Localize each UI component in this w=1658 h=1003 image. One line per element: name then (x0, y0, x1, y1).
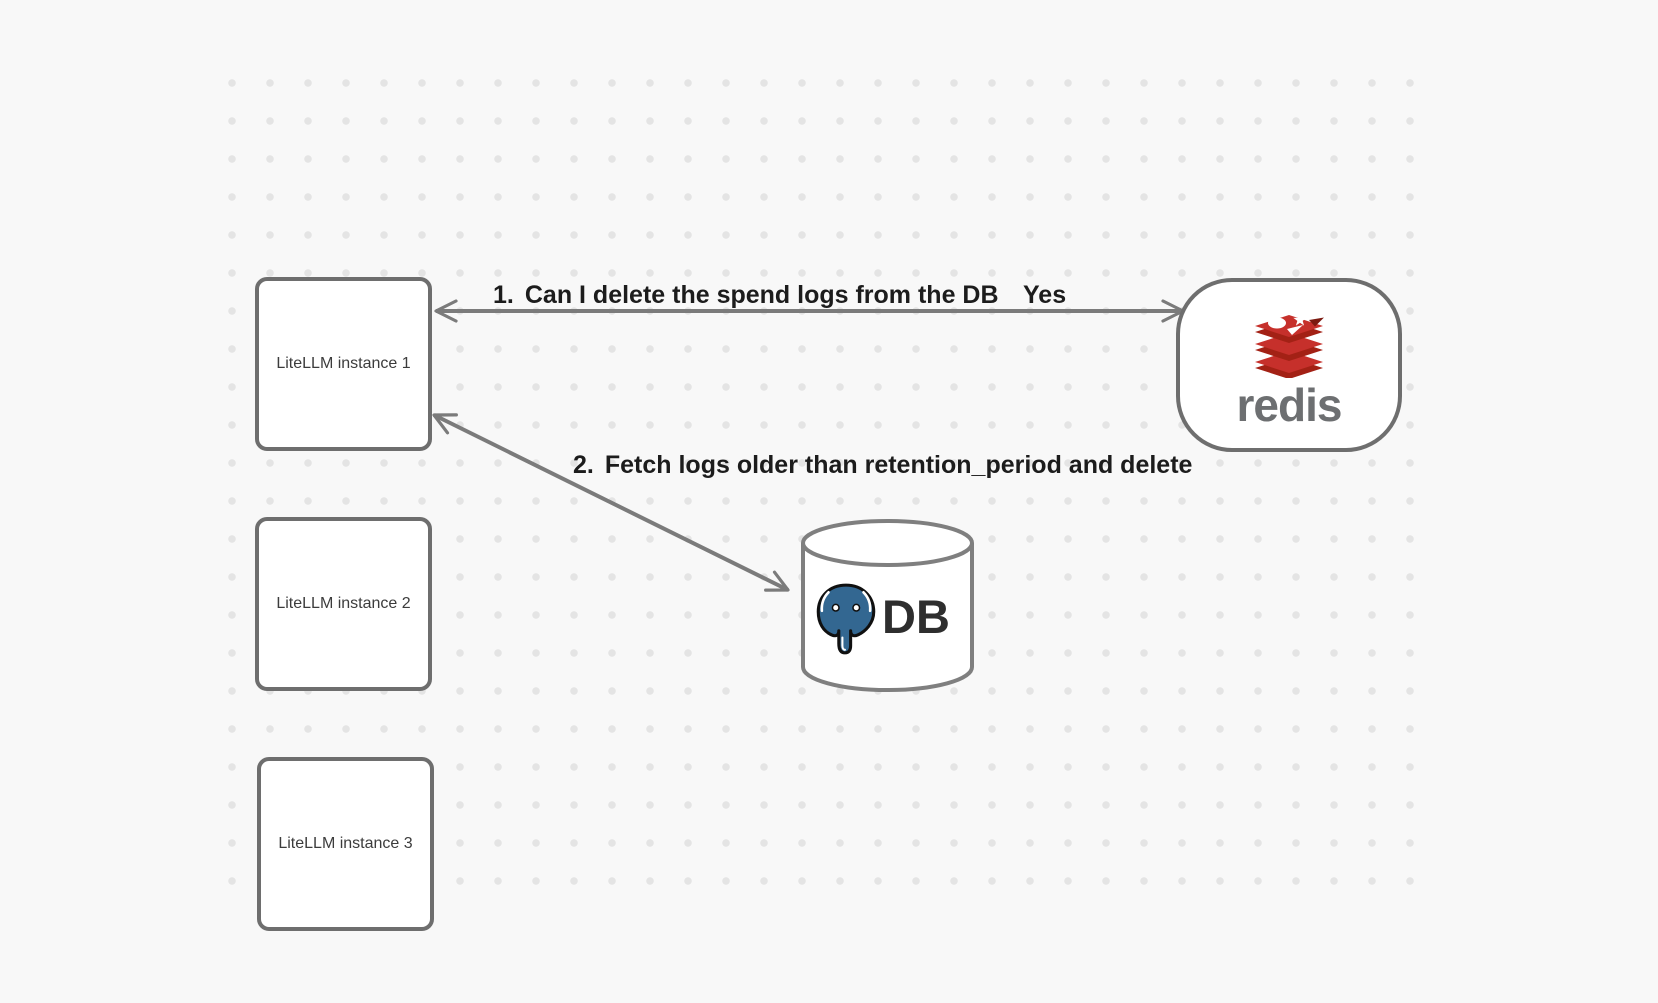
edge-1-response-text: Yes (1023, 281, 1067, 309)
edge-1-text: Can I delete the spend logs from the DB (524, 281, 999, 309)
redis-wordmark: redis (1236, 379, 1343, 431)
node-litellm-instance-3: LiteLLM instance 3 (257, 757, 434, 931)
edge-2-text: Fetch logs older than retention_period a… (604, 451, 1193, 479)
postgresql-elephant-icon (816, 583, 876, 655)
node-litellm-instance-1: LiteLLM instance 1 (255, 277, 432, 451)
node-label: LiteLLM instance 3 (278, 835, 413, 852)
node-label: LiteLLM instance 1 (276, 355, 411, 372)
edge-1-response-label: Yes (1023, 281, 1066, 310)
redis-logo-icon (1255, 313, 1324, 378)
edge-2-label: 2. Fetch logs older than retention_period… (573, 451, 1192, 480)
node-redis: redis (1176, 278, 1402, 452)
edge-2-order: 2. (573, 451, 594, 479)
node-label: LiteLLM instance 2 (276, 595, 411, 612)
edge-1-order: 1. (493, 281, 514, 309)
edge-1-label: 1. Can I delete the spend logs from the D… (493, 281, 999, 310)
node-litellm-instance-2: LiteLLM instance 2 (255, 517, 432, 691)
node-db: DB (800, 517, 975, 694)
db-label: DB (882, 590, 950, 643)
